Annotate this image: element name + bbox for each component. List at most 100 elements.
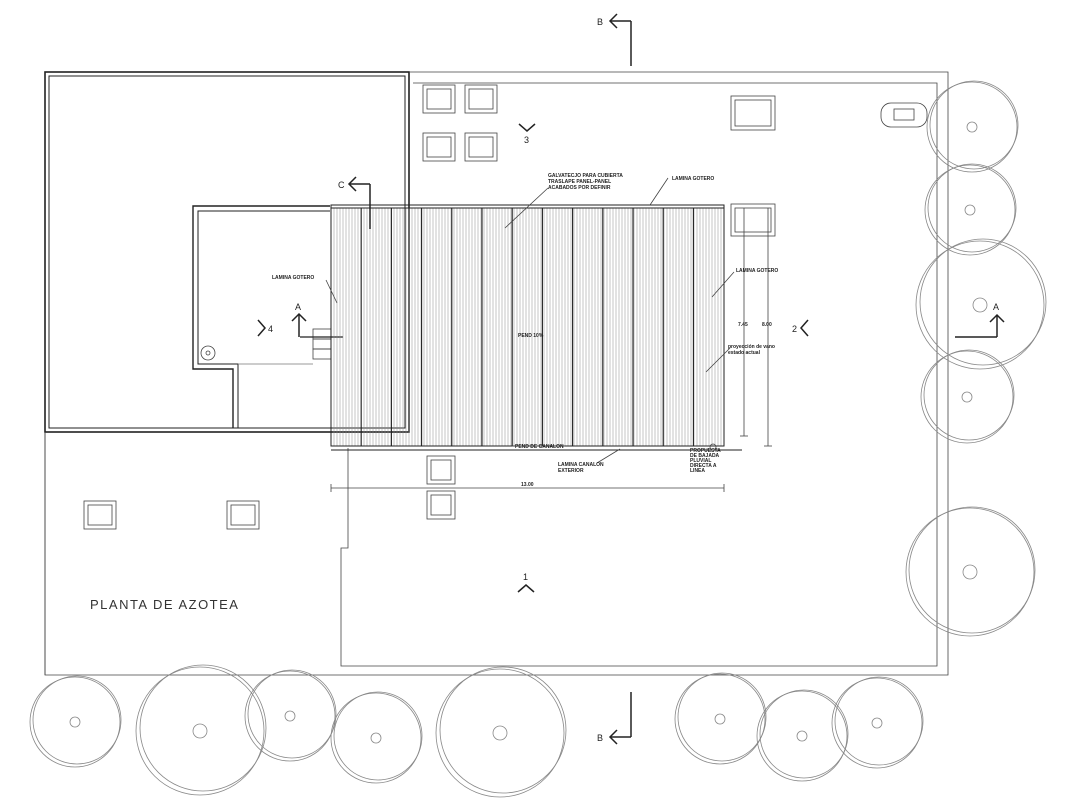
elevation-4-label: 4 (268, 324, 273, 334)
step (312, 338, 332, 350)
section-b-bottom-label: B (597, 733, 603, 743)
leader (504, 187, 549, 229)
skylight (226, 500, 260, 530)
tree-canopy (905, 507, 1035, 637)
tree-canopy-offset (247, 669, 337, 759)
skylight (730, 95, 776, 131)
note-pend-canalon: PEND DE CANALON (515, 444, 564, 450)
tree (926, 80, 1019, 173)
note-proyeccion-1: proyección de vano (728, 344, 775, 350)
tree-canopy (674, 673, 766, 765)
tree-canopy-offset (139, 664, 267, 792)
annotations: GALVATECJO PARA CUBIERTA TRASLAPE PANEL-… (90, 173, 778, 612)
skylight (730, 203, 776, 237)
elevation-2-marker (800, 319, 809, 337)
tree-canopy (435, 668, 565, 798)
notch-inner (197, 210, 330, 428)
skylight (426, 88, 452, 110)
dim-height-inner-label: 7.45 (738, 322, 748, 328)
tree-trunk (69, 716, 81, 728)
roof-panel-area (330, 204, 725, 447)
section-markers: B B C A A 1 2 3 4 (257, 13, 1005, 745)
note-bajada-1: PROPUESTA (690, 448, 721, 454)
tree (435, 666, 567, 798)
tree-trunk (961, 391, 973, 403)
tree (756, 689, 849, 782)
note-canalon-2: EXTERIOR (558, 468, 584, 474)
tree-trunk (796, 730, 808, 742)
tree (244, 669, 337, 762)
metal-roof (330, 204, 742, 451)
skylight (734, 99, 772, 127)
steps (238, 328, 343, 365)
water-tank-inner (893, 108, 915, 121)
skylight (734, 207, 772, 233)
skylight (87, 504, 113, 526)
building-outline (44, 71, 949, 676)
section-c-label: C (338, 180, 345, 190)
note-pend: PEND 10% (518, 333, 544, 339)
skylight (468, 88, 494, 110)
note-bajada-3: PLUVIAL (690, 458, 711, 464)
tree-canopy (926, 81, 1018, 173)
tree-canopy-offset (333, 691, 423, 781)
bajada-pluvial-icon (709, 443, 717, 451)
leader (325, 279, 338, 304)
tree-trunk (284, 710, 296, 722)
drain-icon (200, 345, 216, 361)
note-gotero-left: LAMINA GOTERO (272, 275, 314, 281)
tree-trunk (966, 121, 978, 133)
tree-canopy-offset (439, 666, 567, 794)
tree (905, 506, 1036, 637)
drain-icon-center (205, 350, 211, 356)
tree (920, 349, 1015, 444)
section-b-top-label: B (597, 17, 603, 27)
tree-canopy (831, 677, 923, 769)
tree-canopy-offset (923, 349, 1015, 441)
tree-canopy (915, 240, 1045, 370)
leader (711, 271, 735, 298)
tree-canopy-offset (908, 506, 1036, 634)
skylight (430, 459, 452, 481)
tree-trunk (192, 723, 208, 739)
tree (924, 163, 1017, 256)
skylight (426, 490, 456, 520)
section-a-left-label: A (295, 302, 301, 312)
skylight (464, 132, 498, 162)
skylight (464, 84, 498, 114)
tree-canopy-offset (32, 675, 122, 765)
tree-canopy (330, 692, 422, 784)
note-galvatecho-1: GALVATECJO PARA CUBIERTA (548, 173, 623, 179)
elevation-3-label: 3 (524, 135, 529, 145)
tree-trunk (370, 732, 382, 744)
skylight (426, 136, 452, 158)
trees (29, 80, 1047, 798)
elevation-3-marker (518, 123, 536, 132)
tree-trunk (871, 717, 883, 729)
step (312, 348, 332, 360)
skylight (230, 504, 256, 526)
tree-canopy-offset (927, 163, 1017, 253)
water-tank (880, 102, 928, 128)
left-roof-block-outer (44, 71, 410, 433)
skylight (468, 136, 494, 158)
note-gotero-right: LAMINA GOTERO (736, 268, 778, 274)
leaders (325, 177, 735, 464)
tree-canopy-offset (677, 672, 767, 762)
perimeter-inner (340, 82, 938, 667)
tree-canopy (29, 676, 121, 768)
tree-canopy-offset (919, 238, 1047, 366)
skylight (430, 494, 452, 516)
tree-canopy (244, 670, 336, 762)
dim-height-outer-label: 8.00 (762, 322, 772, 328)
note-galvatecho-3: ACABADOS POR DEFINIR (548, 185, 611, 191)
perimeter-outer (44, 71, 949, 676)
tree-canopy (756, 690, 848, 782)
tree-canopy-offset (929, 80, 1019, 170)
dimensions (330, 208, 772, 492)
tree-trunk (714, 713, 726, 725)
note-proyeccion-2: estado actual (728, 350, 761, 356)
tree (135, 664, 267, 796)
tree-canopy (920, 350, 1014, 444)
tree-canopy-offset (759, 689, 849, 779)
